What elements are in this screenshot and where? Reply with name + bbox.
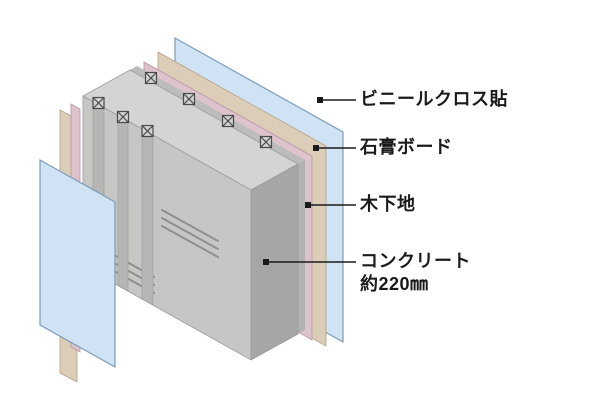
leader-lines <box>266 99 356 263</box>
label-concrete: コンクリート 約220㎜ <box>360 250 471 296</box>
label-wood-base: 木下地 <box>360 194 416 214</box>
label-gypsum-board: 石膏ボード <box>360 137 453 157</box>
stud-end-edge <box>298 160 305 334</box>
label-concrete-line2: 約220㎜ <box>360 274 429 294</box>
leader-dots <box>263 97 323 265</box>
front-stud-2 <box>117 115 129 292</box>
stud-top-marker <box>92 96 105 110</box>
leader-dot-vinyl <box>317 97 323 103</box>
stud-top-marker <box>141 124 154 138</box>
stud-top-marker <box>116 110 130 124</box>
label-vinyl-cloth: ビニールクロス貼 <box>360 89 508 109</box>
stud-top-marker <box>182 92 196 106</box>
leader-dot-wood <box>305 202 311 208</box>
leader-dot-concrete <box>263 259 269 265</box>
vinyl-front-panel <box>39 158 116 369</box>
front-stud-3 <box>141 129 154 306</box>
label-concrete-line1: コンクリート <box>360 251 471 271</box>
stud-top-markers <box>92 71 273 149</box>
stud-top-marker <box>259 135 273 149</box>
stud-top-marker <box>144 71 158 85</box>
stud-top-marker <box>221 114 235 128</box>
leader-dot-gypsum <box>313 145 319 151</box>
